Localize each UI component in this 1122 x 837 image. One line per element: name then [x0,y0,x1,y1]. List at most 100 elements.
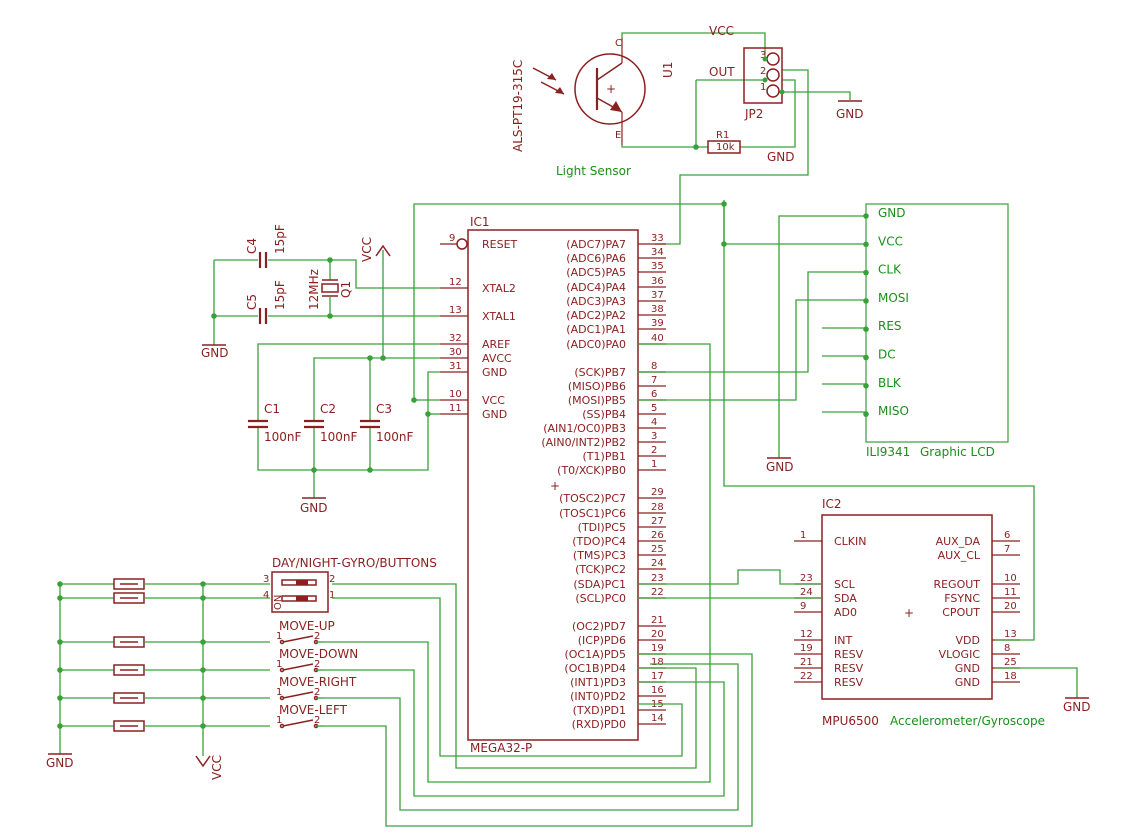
ic1-pin-label: VCC [482,394,505,407]
ic1-pin-label: (TXD)PD1 [573,704,626,717]
ic2-pin-num: 11 [1004,587,1017,598]
ic1-pin-num: 23 [651,573,664,584]
ic1-pin-label: XTAL1 [482,310,516,323]
ic2-pin-label: GND [955,662,980,675]
ic1-pin-label: (TDI)PC5 [578,521,626,534]
ic1-pin-label: (SS)PB4 [582,408,626,421]
vcc-label-avcc: VCC [360,237,374,262]
ic1-pin-num: 5 [651,403,657,414]
ic1-pin-label: (AIN0/INT2)PB2 [541,436,626,449]
r1-name: R1 [716,130,729,141]
crystal-section: C4 15pF C5 15pF GND 12MHz Q1 [201,224,440,360]
switch-name: MOVE-DOWN [279,647,358,661]
ic2-pin-label: SCL [834,578,856,591]
ic2-pin-label: AUX_CL [938,549,981,562]
ic1-pin-label: XTAL2 [482,282,516,295]
ic1-center: + [550,479,560,493]
ic1-pin-label: (ICP)PD6 [578,634,626,647]
gnd-label-xtal: GND [201,346,229,360]
c3-value: 100nF [376,430,414,444]
ic1-value: MEGA32-P [470,741,532,755]
jp2-name: JP2 [744,107,763,121]
ic1-pin-num: 2 [651,445,657,456]
jp2-pin-3: 3 [760,50,766,61]
ic1-pin-num: 19 [651,643,664,654]
ic1-pin-label: (ADC1)PA1 [566,323,626,336]
sensor-plus: + [606,82,616,96]
lcd-pin-label: VCC [878,234,903,248]
vcc-label-buttons: VCC [210,755,224,780]
ic2-pin-label: AD0 [834,606,857,619]
ic1-pin-num: 16 [651,685,664,696]
ic1-pin-label: (AIN1/OC0)PB3 [543,422,626,435]
ic2-pin-num: 12 [800,629,813,640]
ic1-pin-label: (T0/XCK)PB0 [557,464,626,477]
lcd-pin-label: MOSI [878,291,909,305]
dip-pin-1: 1 [329,590,335,601]
ic1-pin-num: 6 [651,389,657,400]
ic2-pin-num: 10 [1004,573,1017,584]
ic1-pin-num: 9 [449,233,455,244]
ic1-pin-label: GND [482,408,507,421]
lcd-pin-label: BLK [878,376,902,390]
ic2-pin-num: 25 [1004,657,1017,668]
sensor-pin-c: C [615,38,622,49]
switch-name: MOVE-LEFT [279,703,348,717]
ic1-pin-label: (OC2)PD7 [572,620,626,633]
ic2-pin-num: 23 [800,573,813,584]
ic1-pin-label: (INT0)PD2 [570,690,626,703]
ic2-pin-label: AUX_DA [936,535,981,548]
resistor-r1: 10k R1 [707,130,741,154]
ic1-pin-num: 3 [651,431,657,442]
buttons-section: GND VCC 3 4 2 1 ON DAY/NIGHT-GYRO/BUTTON… [46,556,437,780]
ic1-pin-label: (TMS)PC3 [573,549,626,562]
ic1-pin-num: 38 [651,304,664,315]
ic1-pin-num: 30 [449,347,462,358]
ic1-pin-label: (SCL)PC0 [575,592,626,605]
ic1-pin-num: 25 [651,544,664,555]
ic1-pin-label: GND [482,366,507,379]
ic1-pin-num: 24 [651,558,664,569]
ic1-pin-num: 12 [449,277,462,288]
ic1-pin-label: AVCC [482,352,512,365]
ic1-pin-num: 22 [651,587,664,598]
ic1-pin-label: (OC1B)PD4 [564,662,626,675]
gnd-label-jp2: GND [836,107,864,121]
switch-pin-1: 1 [276,631,282,642]
ic1-pin-num: 33 [651,233,664,244]
gnd-label-lcd: GND [766,460,794,474]
ic1-pin-num: 27 [651,516,664,527]
sensor-pin-e: E [615,130,621,141]
ic1-pin-num: 8 [651,361,657,372]
ic2-pin-label: REGOUT [933,578,980,591]
ic1-pin-num: 21 [651,615,664,626]
ic1-pin-num: 29 [651,487,664,498]
ic1-pin-num: 36 [651,276,664,287]
lcd-pin-label: GND [878,206,906,220]
ic2-pin-num: 22 [800,671,813,682]
c3-name: C3 [376,402,392,416]
ic1-pin-label: (TDO)PC4 [572,535,626,548]
ic1-pin-num: 31 [449,361,462,372]
lcd-wires: GND [638,200,866,474]
sensor-wires [621,32,851,245]
ic2-pin-label: RESV [834,648,864,661]
gnd-label-ic2: GND [1063,700,1091,714]
ic2-pin-label: GND [955,676,980,689]
ic1-name: IC1 [470,215,490,229]
c2-value: 100nF [320,430,358,444]
ic1-pin-label: (T1)PB1 [583,450,626,463]
sensor-name: U1 [661,62,675,78]
ic1-pin-num: 37 [651,290,664,301]
ic2-pin-num: 19 [800,643,813,654]
switch-pin-2: 2 [314,715,320,726]
ic1-pin-label: (ADC4)PA4 [566,281,626,294]
ic2-pin-num: 24 [800,587,813,598]
ic2-pin-label: INT [834,634,852,647]
ic2-pin-label: RESV [834,662,864,675]
ic2-pin-num: 18 [1004,671,1017,682]
lcd-pin-label: DC [878,348,896,362]
ic2-center: + [904,606,914,620]
ic1-pin-label: (SCK)PB7 [574,366,626,379]
